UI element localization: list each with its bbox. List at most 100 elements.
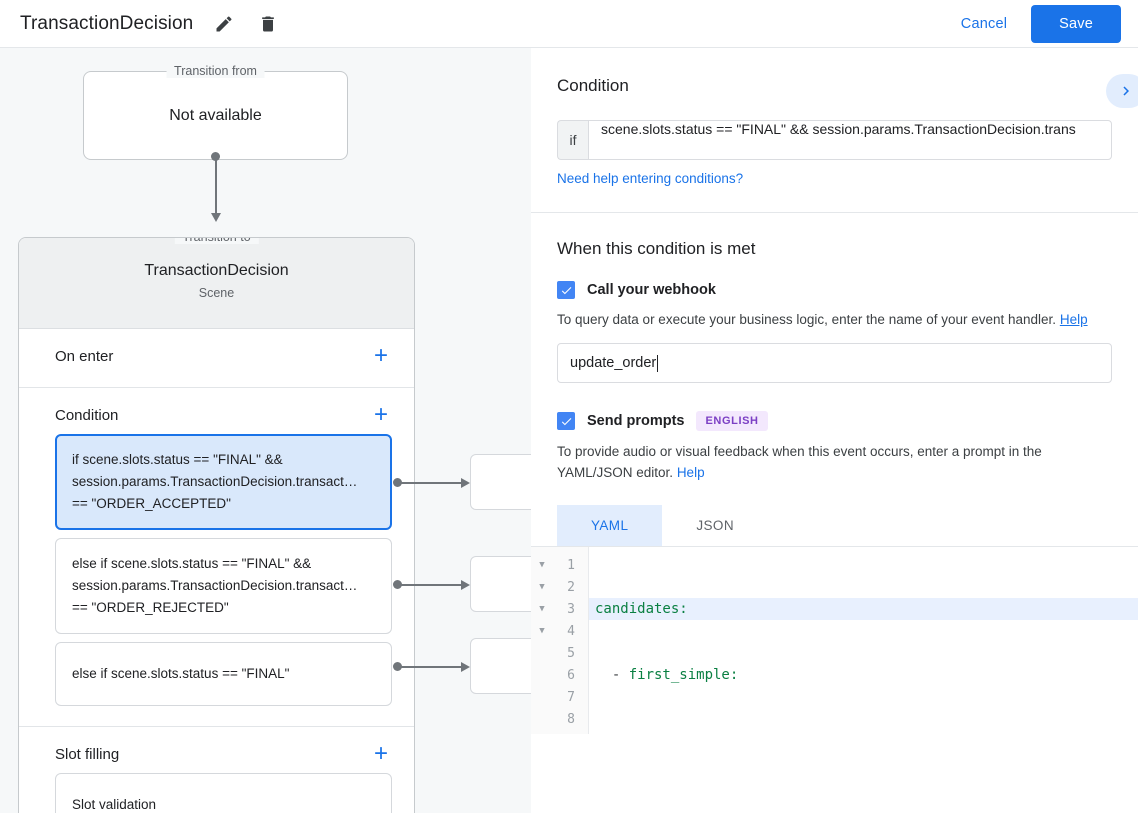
condition-expression-input[interactable]: scene.slots.status == "FINAL" && session… (588, 120, 1112, 160)
condition-0-connector-line (401, 482, 463, 484)
line-number: 8 (567, 711, 575, 727)
details-divider (531, 212, 1138, 213)
add-condition-button[interactable]: + (373, 401, 388, 428)
gutter-line: ▼2 (531, 576, 588, 598)
add-on-enter-button[interactable]: + (373, 342, 388, 369)
prompts-help-link[interactable]: Help (676, 465, 705, 480)
prompts-description-text: To provide audio or visual feedback when… (557, 444, 1042, 480)
fold-arrow-icon[interactable]: ▼ (539, 560, 545, 570)
scene-type: Scene (198, 286, 235, 300)
chevron-right-icon (1123, 86, 1129, 96)
pencil-icon (216, 15, 232, 31)
send-prompts-label: Send prompts (587, 413, 685, 429)
condition-node-1[interactable]: else if scene.slots.status == "FINAL" &&… (55, 538, 392, 634)
line-number: 5 (567, 645, 575, 661)
condition-expression-row: if scene.slots.status == "FINAL" && sess… (557, 120, 1112, 160)
prompts-checkbox-row: Send prompts ENGLISH (557, 411, 1112, 431)
gutter-line: 7 (531, 686, 588, 708)
transition-from-legend: Transition from (166, 64, 265, 78)
code-line-3: variants: (589, 730, 1138, 734)
condition-0-connector-arrow (461, 478, 470, 488)
scene-name: TransactionDecision (144, 262, 289, 279)
condition-node-2-line-0: else if scene.slots.status == "FINAL" (72, 666, 290, 681)
gutter-line: ▼1 (531, 554, 588, 576)
check-icon (561, 286, 571, 294)
delete-trash-icon[interactable] (255, 11, 281, 37)
condition-2-connector-dot (393, 662, 402, 671)
transition-to-card: Transition to TransactionDecision Scene … (18, 237, 415, 813)
condition-node-0-line-1: session.params.TransactionDecision.trans… (72, 474, 358, 489)
line-number: 2 (567, 579, 575, 595)
condition-block: Condition if scene.slots.status == "FINA… (531, 48, 1138, 188)
condition-2-target-stub[interactable] (470, 638, 531, 694)
condition-0-connector-dot (393, 478, 402, 487)
webhook-description: To query data or execute your business l… (557, 309, 1112, 330)
send-prompts-checkbox[interactable] (557, 412, 575, 430)
section-slot-filling: Slot filling + Slot validation (19, 727, 414, 813)
webhook-checkbox-row: Call your webhook (557, 281, 1112, 299)
when-condition-met-title: When this condition is met (557, 239, 756, 258)
gutter-line: ▼3 (531, 598, 588, 620)
condition-node-1-line-0: else if scene.slots.status == "FINAL" && (72, 556, 312, 571)
webhook-handler-value: update_order (570, 355, 657, 371)
tab-json[interactable]: JSON (696, 518, 734, 533)
edit-pencil-icon[interactable] (211, 11, 237, 37)
condition-1-connector-arrow (461, 580, 470, 590)
code-line-2: - first_simple: (595, 667, 739, 683)
code-line-1: candidates: (589, 598, 1138, 620)
fold-arrow-icon[interactable]: ▼ (539, 604, 545, 614)
save-button[interactable]: Save (1031, 4, 1121, 43)
condition-node-0-line-2: == "ORDER_ACCEPTED" (72, 496, 231, 511)
condition-1-connector-line (401, 584, 463, 586)
editor-format-tabs: YAML JSON (557, 505, 1112, 546)
condition-1-connector-dot (393, 580, 402, 589)
section-condition: Condition + if scene.slots.status == "FI… (19, 388, 414, 727)
transition-to-legend: Transition to (174, 238, 259, 244)
gutter-line: 6 (531, 664, 588, 686)
when-condition-met-block: When this condition is met Call your web… (531, 213, 1138, 546)
line-number: 1 (567, 557, 575, 573)
line-number: 6 (567, 667, 575, 683)
condition-2-connector-line (401, 666, 463, 668)
add-slot-filling-button[interactable]: + (373, 740, 388, 767)
language-badge: ENGLISH (696, 411, 768, 431)
slot-validation-label: Slot validation (72, 797, 157, 812)
gutter-line: 5 (531, 642, 588, 664)
webhook-help-link[interactable]: Help (1059, 312, 1088, 327)
cancel-button[interactable]: Cancel (947, 7, 1021, 41)
scene-graph-pane: Transition from Not available Transition… (0, 48, 531, 813)
editor-gutter: ▼1 ▼2 ▼3 ▼4 5 6 7 8 (531, 547, 589, 734)
tab-yaml[interactable]: YAML (557, 505, 663, 546)
call-webhook-label: Call your webhook (587, 282, 716, 298)
webhook-description-text: To query data or execute your business l… (557, 312, 1057, 327)
transition-arrow-head (211, 213, 221, 222)
condition-help-link[interactable]: Need help entering conditions? (557, 171, 744, 186)
line-number: 4 (567, 623, 575, 639)
condition-node-0[interactable]: if scene.slots.status == "FINAL" && sess… (55, 434, 392, 530)
section-title-on-enter: On enter (55, 347, 114, 365)
prompt-code-editor[interactable]: ▼1 ▼2 ▼3 ▼4 5 6 7 8 candidates: - first_… (531, 546, 1138, 734)
top-bar-actions: Cancel Save (947, 4, 1138, 43)
page-title: TransactionDecision (20, 12, 194, 34)
condition-1-target-stub[interactable] (470, 556, 531, 612)
webhook-handler-input[interactable]: update_order (557, 343, 1112, 383)
transition-from-value: Not available (169, 106, 262, 124)
call-webhook-checkbox[interactable] (557, 281, 575, 299)
condition-header-row: Condition (557, 48, 1112, 96)
line-number: 7 (567, 689, 575, 705)
editor-code-area[interactable]: candidates: - first_simple: variants: - … (589, 547, 1138, 734)
section-on-enter: On enter + (19, 329, 414, 388)
slot-validation-node[interactable]: Slot validation (55, 773, 392, 813)
section-title-slot-filling: Slot filling (55, 745, 120, 763)
fold-arrow-icon[interactable]: ▼ (539, 582, 545, 592)
condition-0-target-stub[interactable] (470, 454, 531, 510)
expand-panel-button[interactable] (1106, 74, 1138, 108)
transition-arrow-line (215, 156, 217, 215)
prompts-description: To provide audio or visual feedback when… (557, 441, 1112, 483)
fold-arrow-icon[interactable]: ▼ (539, 626, 545, 636)
condition-node-2[interactable]: else if scene.slots.status == "FINAL" (55, 642, 392, 706)
check-icon (561, 417, 571, 425)
condition-header-title: Condition (557, 76, 629, 95)
condition-node-1-line-2: == "ORDER_REJECTED" (72, 600, 229, 615)
gutter-line: ▼4 (531, 620, 588, 642)
